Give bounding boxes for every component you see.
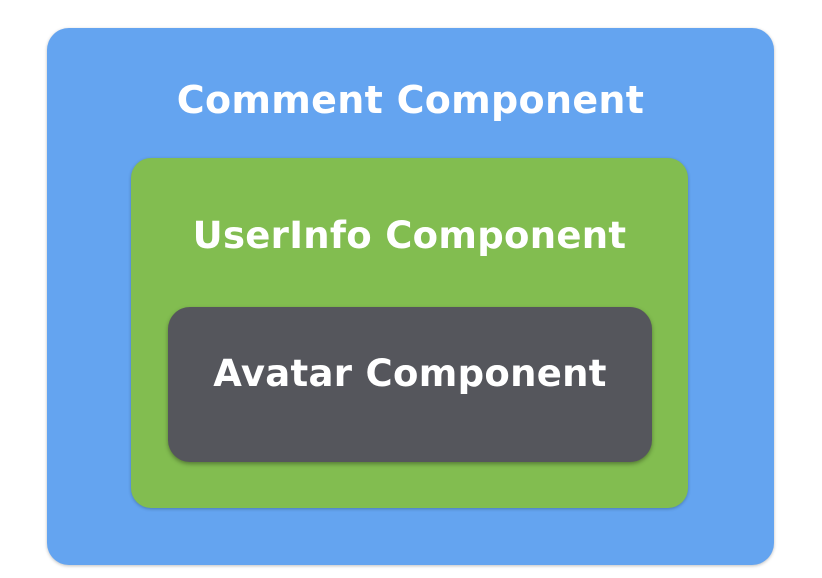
comment-component-box: Comment Component UserInfo Component Ava… bbox=[47, 28, 774, 565]
userinfo-component-label: UserInfo Component bbox=[192, 214, 627, 257]
comment-component-label: Comment Component bbox=[176, 78, 645, 122]
avatar-component-box: Avatar Component bbox=[168, 307, 652, 462]
userinfo-component-box: UserInfo Component Avatar Component bbox=[131, 158, 688, 508]
avatar-component-label: Avatar Component bbox=[213, 352, 607, 395]
